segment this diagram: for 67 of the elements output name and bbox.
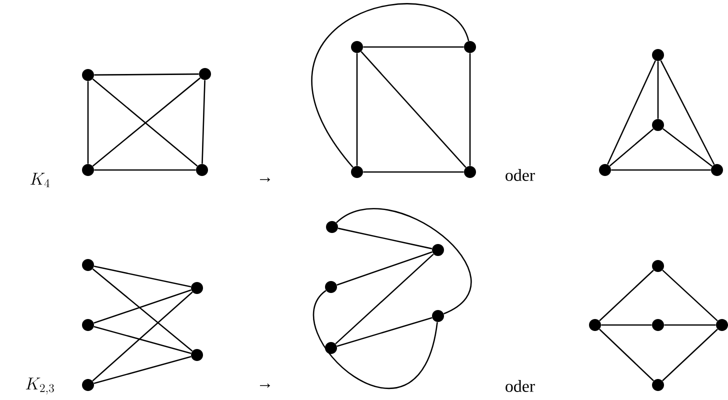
- edge-line: [94, 266, 192, 288]
- vertex-dot: [351, 166, 363, 178]
- text-label: →: [260, 178, 270, 182]
- graph-name: $K_4$: [30, 172, 50, 188]
- edge-line: [611, 169, 711, 171]
- text-label: oder: [506, 380, 535, 392]
- vertex-dot: [652, 260, 664, 272]
- edge-line: [607, 60, 656, 165]
- vertex-dot: [191, 349, 203, 361]
- vertex-dot: [196, 164, 208, 176]
- edge-line: [599, 328, 654, 382]
- edge-line: [662, 328, 718, 382]
- edge-line: [363, 171, 464, 173]
- edge-line: [657, 61, 659, 119]
- edge-line: [660, 60, 715, 165]
- vertex-dot: [464, 41, 476, 53]
- edge-line: [336, 317, 432, 347]
- edge-line: [92, 268, 193, 352]
- vertex-dot: [82, 69, 94, 81]
- edge-line: [202, 80, 206, 164]
- vertex-dot: [351, 41, 363, 53]
- vertex-dot: [82, 319, 94, 331]
- edge-line: [94, 169, 196, 171]
- vertex-dot: [589, 319, 601, 331]
- edge-line: [94, 326, 192, 354]
- edge-line: [338, 228, 432, 250]
- vertex-dot: [652, 119, 664, 131]
- vertex-dot: [326, 221, 338, 233]
- text-label: oder: [506, 169, 535, 181]
- vertex-dot: [82, 259, 94, 271]
- edge-line: [662, 128, 712, 167]
- vertex-dot: [711, 164, 723, 176]
- edge-line: [92, 292, 193, 382]
- edge-line: [335, 254, 434, 344]
- text-label: →: [260, 384, 270, 388]
- edge-line: [94, 356, 192, 384]
- vertex-dot: [199, 68, 211, 80]
- edge-line: [94, 73, 199, 76]
- vertex-dot: [82, 379, 94, 391]
- curved-edge: [312, 3, 470, 168]
- vertex-dot: [599, 164, 611, 176]
- edge-line: [469, 53, 471, 166]
- edge-line: [87, 81, 89, 164]
- curved-edge: [313, 290, 438, 390]
- edge-line: [360, 51, 466, 168]
- vertex-dot: [652, 49, 664, 61]
- graph-name: $K_{2,3}$: [26, 378, 54, 394]
- edge-line: [601, 324, 652, 326]
- edge-line: [363, 46, 464, 48]
- edge-line: [662, 270, 718, 322]
- edge-line: [664, 324, 716, 326]
- vertex-dot: [716, 319, 728, 331]
- curved-edge: [336, 208, 472, 314]
- edge-line: [599, 270, 654, 322]
- edge-line: [609, 128, 654, 166]
- vertex-dot: [652, 319, 664, 331]
- edge-line: [94, 289, 192, 324]
- vertex-dot: [652, 379, 664, 391]
- vertex-dot: [432, 310, 444, 322]
- edge-line: [356, 53, 358, 166]
- vertex-dot: [191, 282, 203, 294]
- vertex-dot: [464, 166, 476, 178]
- vertex-dot: [82, 164, 94, 176]
- vertex-dot: [325, 342, 337, 354]
- vertex-dot: [432, 244, 444, 256]
- vertex-dot: [325, 281, 337, 293]
- edge-line: [336, 251, 432, 286]
